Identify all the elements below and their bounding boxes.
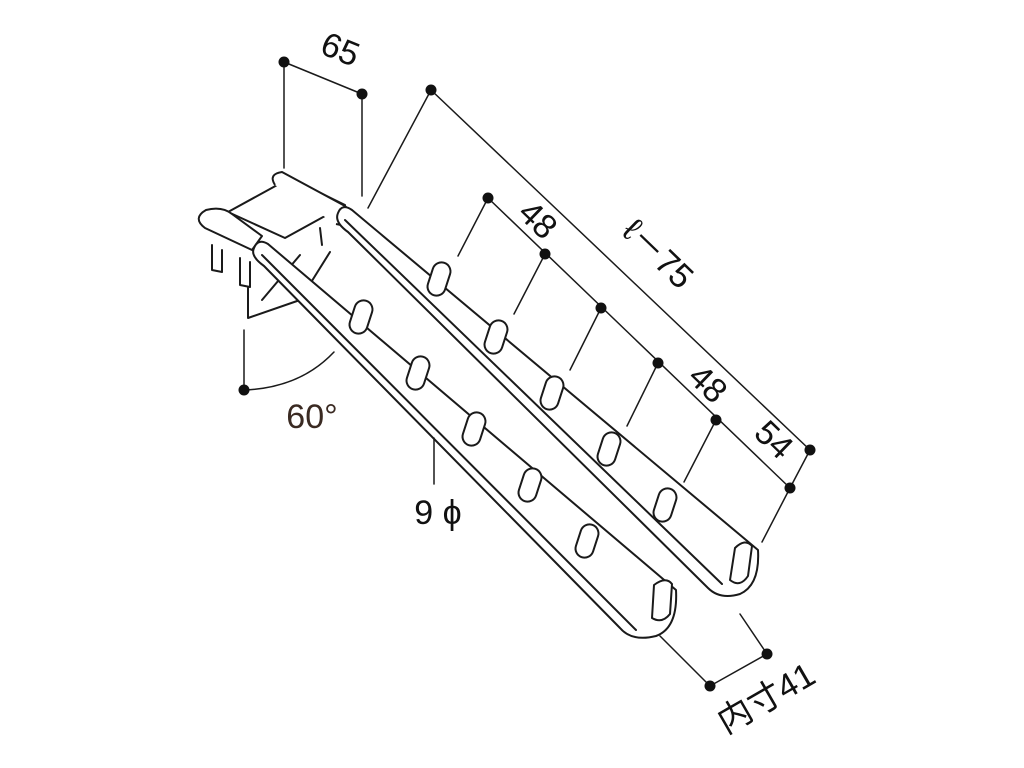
dimension-pitch-bottom-label: 48 (681, 357, 735, 411)
dimension-rod-diameter: 9 ϕ (414, 437, 462, 532)
dimension-angle-label: 60° (286, 398, 337, 436)
dimension-pitch-top-label: 48 (511, 193, 565, 247)
dimension-depth: 65 (278, 25, 368, 197)
upper-rail-pegs (426, 261, 678, 523)
dimension-angle: 60° (238, 329, 338, 436)
dimension-inner-width: 内寸41 (659, 613, 822, 742)
dimension-length-label: ℓ－75 (615, 212, 701, 297)
dimension-inner-width-label: 内寸41 (711, 656, 822, 742)
dimension-rod-diameter-label: 9 ϕ (414, 494, 461, 532)
dimension-depth-label: 65 (315, 25, 364, 74)
mounting-bracket (197, 171, 352, 319)
dimension-end-offset-label: 54 (747, 413, 801, 467)
lower-rail-pegs (348, 299, 600, 559)
